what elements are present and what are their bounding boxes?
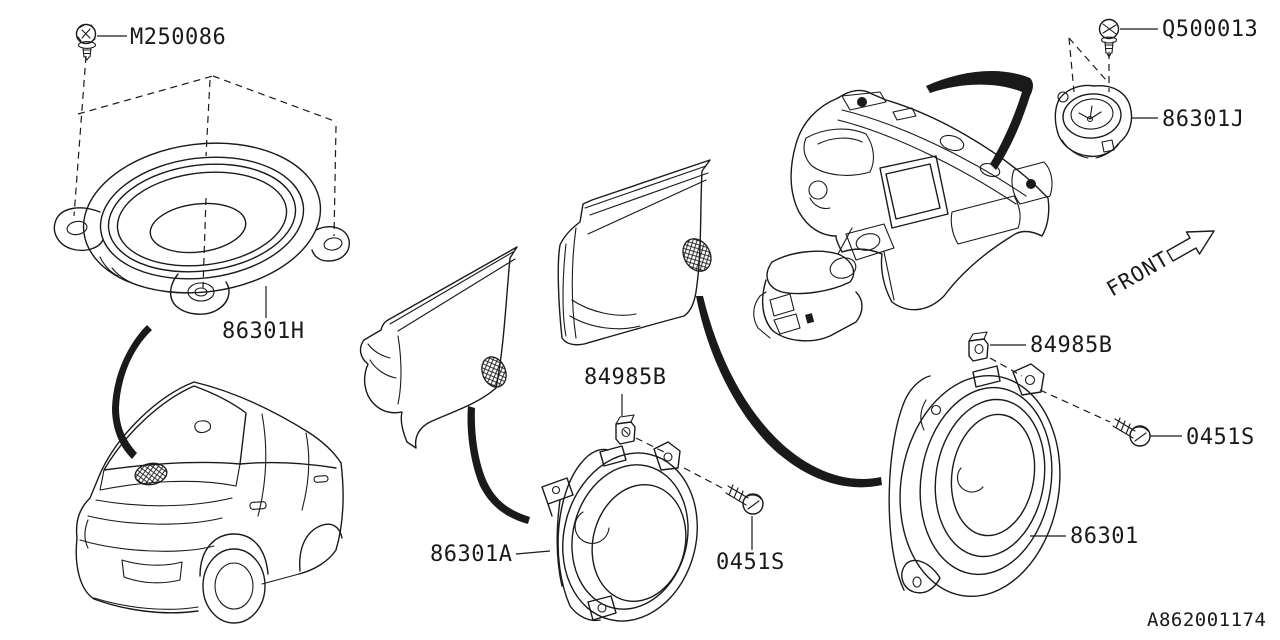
part-label-86301[interactable]: 86301	[1070, 524, 1139, 549]
front-direction-indicator: FRONT	[1103, 230, 1215, 301]
part-label-84985b-right[interactable]: 84985B	[1030, 333, 1112, 358]
part-label-84985b-mid[interactable]: 84985B	[584, 365, 666, 390]
trim-speaker-grille	[481, 356, 507, 388]
bottom-mount-tab	[169, 273, 230, 315]
part-label-m250086[interactable]: M250086	[130, 25, 226, 50]
screw-m250086-icon	[75, 23, 97, 61]
door-handle	[313, 475, 329, 483]
part-label-0451s-right[interactable]: 0451S	[1186, 425, 1255, 450]
rear-window	[103, 385, 247, 471]
door-handle	[249, 501, 267, 510]
front-arrow-icon	[1166, 230, 1215, 262]
oval-speaker-drawing	[53, 142, 350, 315]
dust-cap	[149, 202, 247, 254]
rear-door-trim-drawing	[359, 246, 518, 449]
part-label-q500013[interactable]: Q500013	[1162, 17, 1258, 42]
front-door-speaker-drawing	[541, 414, 764, 622]
front-door-trim-drawing	[557, 159, 712, 346]
shelf-speaker-grille	[134, 462, 168, 486]
screw-0451s-right-icon	[1112, 417, 1151, 447]
instrument-panel-drawing	[753, 71, 1053, 342]
front-label: FRONT	[1103, 246, 1174, 301]
rear-door-speaker-drawing	[888, 331, 1151, 598]
center-screen	[879, 155, 949, 229]
part-label-86301j[interactable]: 86301J	[1162, 107, 1244, 132]
tweeter-drawing	[1054, 18, 1133, 159]
car-drawing	[75, 381, 344, 624]
clip-84985b-right-icon	[968, 331, 989, 362]
swoosh-left	[112, 325, 152, 459]
screw-q500013-icon	[1098, 18, 1120, 58]
trim-speaker-grille	[682, 238, 712, 272]
diagram-code: A862001174	[1147, 609, 1266, 631]
front-wheel-arch	[299, 523, 343, 572]
swoosh-middle	[467, 406, 530, 524]
right-mount-tab	[311, 226, 350, 262]
part-label-86301h[interactable]: 86301H	[222, 319, 304, 344]
swoosh-right	[696, 296, 882, 488]
clip-84985b-mid-icon	[615, 414, 636, 445]
console-armrest	[766, 250, 855, 295]
part-label-0451s-mid[interactable]: 0451S	[716, 550, 785, 575]
outer-flange-ellipse	[82, 142, 322, 294]
screw-0451s-mid-icon	[725, 484, 764, 515]
part-label-86301a[interactable]: 86301A	[430, 542, 512, 567]
rear-wheel-arch	[199, 533, 269, 577]
left-mount-tab	[53, 207, 104, 252]
leader-86301a	[515, 550, 551, 555]
swoosh-dash	[926, 71, 1033, 170]
